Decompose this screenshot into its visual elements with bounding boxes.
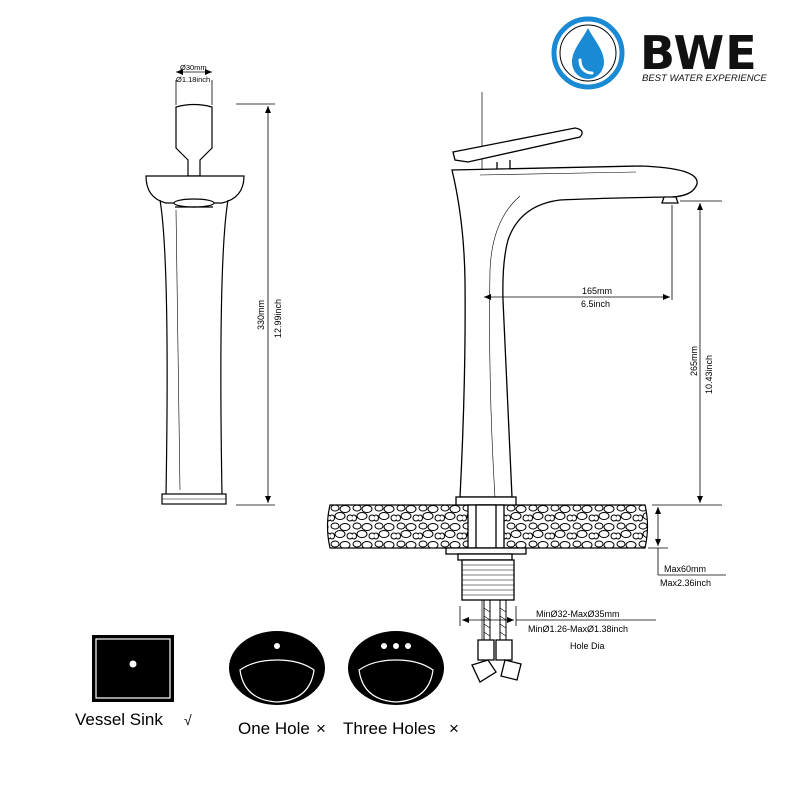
sink-option-vessel: Vessel Sink √	[75, 635, 192, 729]
one-hole-label: One Hole	[238, 719, 310, 738]
three-holes-label: Three Holes	[343, 719, 436, 738]
faucet-side-view	[145, 103, 245, 505]
oval-sink-one-hole-icon	[229, 631, 325, 705]
vessel-sink-label: Vessel Sink	[75, 710, 163, 729]
sink-option-one-hole: One Hole ×	[229, 631, 326, 738]
faucet-front-view	[445, 127, 698, 683]
side-diameter-mm: Ø30mm	[180, 63, 207, 72]
vessel-sink-check-icon: √	[184, 712, 192, 728]
deck-max-mm: Max60mm	[664, 564, 706, 574]
side-height-inch: 12.99inch	[273, 299, 283, 338]
three-holes-cross-icon: ×	[449, 719, 459, 738]
deck-max-inch: Max2.36inch	[660, 578, 711, 588]
water-drop-icon	[551, 16, 625, 90]
hole-dia-inch: MinØ1.26-MaxØ1.38inch	[528, 624, 628, 634]
side-diameter-inch: Ø1.18inch	[176, 75, 210, 84]
front-dimension-lines	[459, 200, 726, 626]
reach-mm: 165mm	[582, 286, 612, 296]
rect-sink-one-hole-icon	[92, 635, 174, 702]
sink-option-three-holes: Three Holes ×	[343, 631, 459, 738]
spout-height-inch: 10.43inch	[704, 355, 714, 394]
hole-dia-label: Hole Dia	[570, 641, 605, 651]
brand-tagline: BEST WATER EXPERIENCE	[642, 73, 767, 84]
side-dimension-lines	[175, 69, 275, 506]
reach-inch: 6.5inch	[581, 299, 610, 309]
hole-dia-mm: MinØ32-MaxØ35mm	[536, 609, 620, 619]
oval-sink-three-holes-icon	[348, 631, 444, 705]
bwe-logo: BWE BEST WATER EXPERIENCE	[551, 16, 767, 90]
brand-name: BWE	[640, 26, 758, 80]
side-height-mm: 330mm	[256, 300, 266, 330]
one-hole-cross-icon: ×	[316, 719, 326, 738]
spout-height-mm: 265mm	[689, 346, 699, 376]
